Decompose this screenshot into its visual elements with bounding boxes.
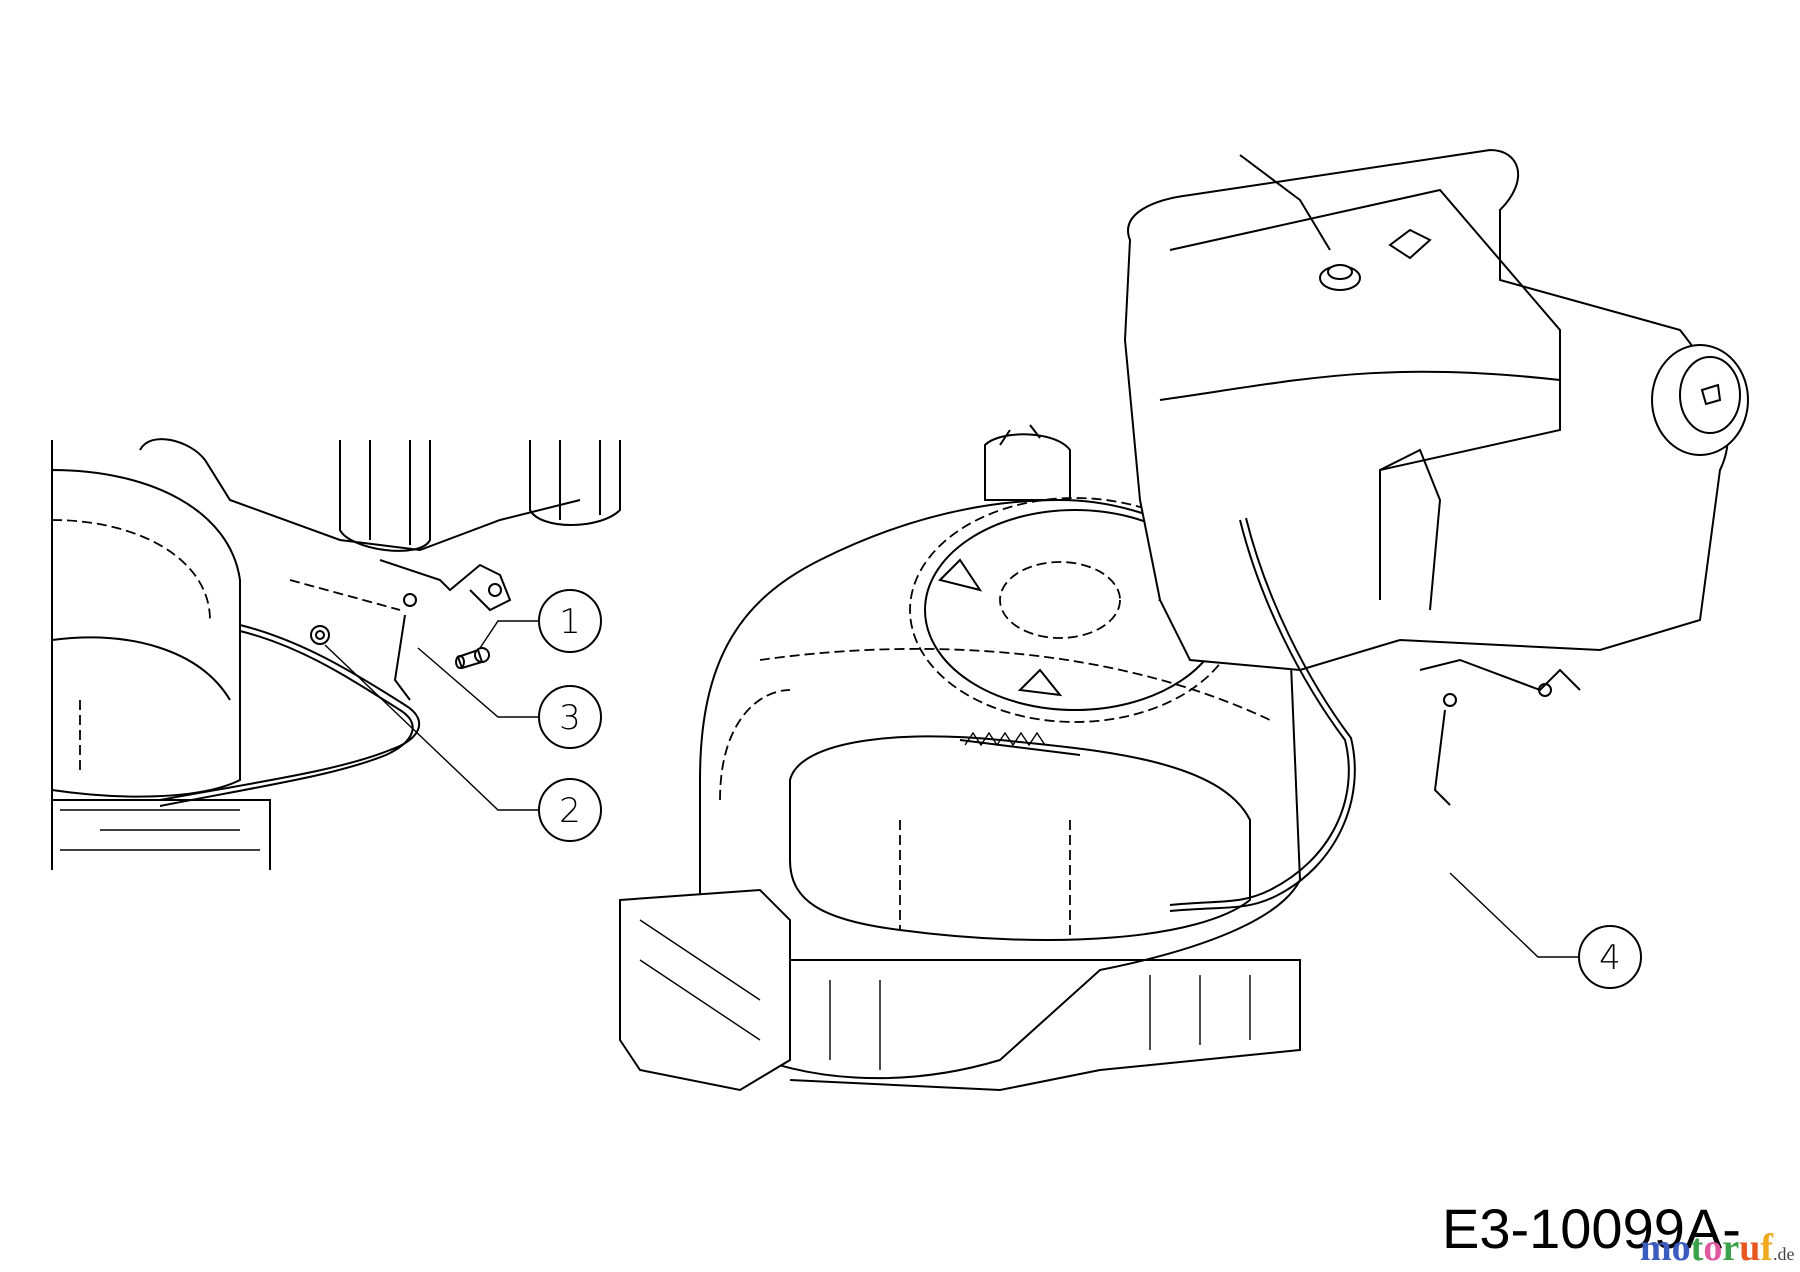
watermark-letter: r <box>1722 1227 1740 1269</box>
left-engine-detail <box>51 438 621 870</box>
watermark-letter: u <box>1739 1227 1761 1269</box>
callout-number: 2 <box>559 791 581 831</box>
callout-1: 1 <box>479 589 602 653</box>
callout-number: 1 <box>559 602 581 642</box>
watermark-text: motoruf <box>1640 1227 1773 1269</box>
watermark-letter: o <box>1703 1227 1723 1269</box>
watermark-suffix: .de <box>1772 1244 1795 1264</box>
callout-number: 3 <box>559 698 581 738</box>
watermark-letter: t <box>1690 1227 1704 1269</box>
callout-3: 3 <box>417 647 602 749</box>
watermark-letter: f <box>1760 1227 1773 1269</box>
fuel-tank <box>1123 148 1749 912</box>
watermark-letter: m <box>1640 1227 1672 1269</box>
bolt-part <box>455 647 490 670</box>
callout-number: 4 <box>1599 938 1621 978</box>
callout-2: 2 <box>324 644 602 842</box>
watermark-letter: o <box>1671 1227 1691 1269</box>
watermark-logo: motoruf.de <box>1640 1226 1794 1270</box>
nut-part <box>310 625 330 645</box>
center-engine <box>619 424 1302 1092</box>
diagram-id-label: E3-10099A-01 <box>1442 1197 1741 1272</box>
callout-4: 4 <box>1449 872 1642 989</box>
